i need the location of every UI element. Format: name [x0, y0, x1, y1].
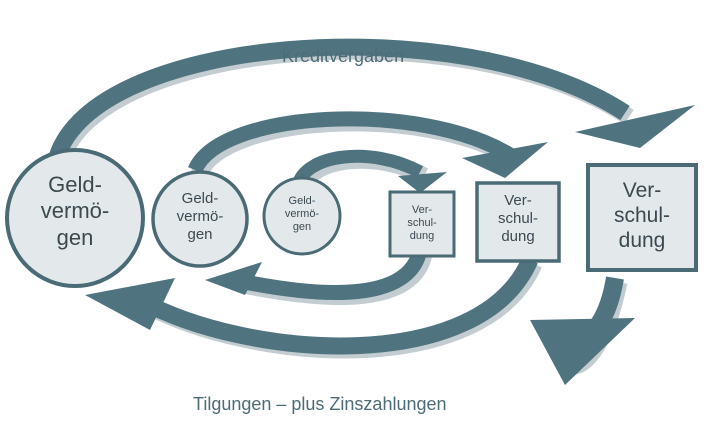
outer-repayment-arrowhead — [530, 318, 635, 385]
asset-text-line: vermö- — [40, 198, 110, 224]
middle-credit-arrow — [188, 111, 514, 174]
asset-text-line: vermö- — [284, 208, 320, 221]
debt-square-medium — [475, 181, 561, 263]
asset-circle-medium — [151, 170, 249, 268]
asset-text-large: Geld- vermö- gen — [15, 172, 135, 251]
debt-text-small: Ver- schul- dung — [390, 204, 454, 244]
debt-square-small — [388, 190, 456, 258]
debt-text-medium: Ver- schul- dung — [477, 192, 559, 246]
asset-text-line: gen — [56, 224, 94, 250]
debt-text-line: Ver- — [622, 179, 662, 202]
inner-repayment-arrowhead — [205, 262, 262, 295]
debt-text-line: dung — [501, 228, 535, 245]
debt-text-line: schul- — [613, 204, 671, 228]
inner-credit-arrowhead — [398, 172, 447, 193]
debt-text-line: Ver- — [411, 204, 433, 216]
debt-text-line: dung — [409, 230, 435, 243]
asset-text-line: Geld- — [181, 190, 219, 207]
middle-credit-arrowhead — [462, 142, 548, 178]
outer-credit-arrowhead — [575, 105, 695, 148]
inner-repayment-arrow — [233, 247, 428, 300]
asset-circle-large — [5, 148, 145, 288]
inner-credit-arrow — [291, 149, 424, 188]
asset-text-line: gen — [187, 226, 213, 243]
asset-text-line: Geld- — [48, 172, 102, 197]
asset-text-line: gen — [292, 221, 312, 234]
repayment-label: Tilgungen – plus Zinszahlungen — [193, 394, 447, 414]
debt-text-line: dung — [618, 229, 666, 253]
debt-text-line: Ver- — [504, 192, 532, 209]
asset-text-medium: Geld- vermö- gen — [160, 190, 240, 244]
debt-text-large: Ver- schul- dung — [588, 178, 696, 254]
outer-credit-arrow — [46, 38, 630, 168]
debt-square-large — [586, 163, 698, 272]
asset-text-line: vermö- — [176, 208, 224, 225]
asset-text-small: Geld- vermö- gen — [272, 195, 332, 235]
credit-label: Kreditvergaben — [282, 46, 405, 66]
asset-text-line: Geld- — [288, 195, 316, 207]
asset-circle-small — [262, 176, 342, 256]
middle-repayment-arrow — [135, 256, 538, 355]
debt-text-line: schul- — [407, 217, 437, 230]
debt-text-line: schul- — [497, 210, 538, 227]
middle-repayment-arrowhead — [85, 278, 175, 330]
